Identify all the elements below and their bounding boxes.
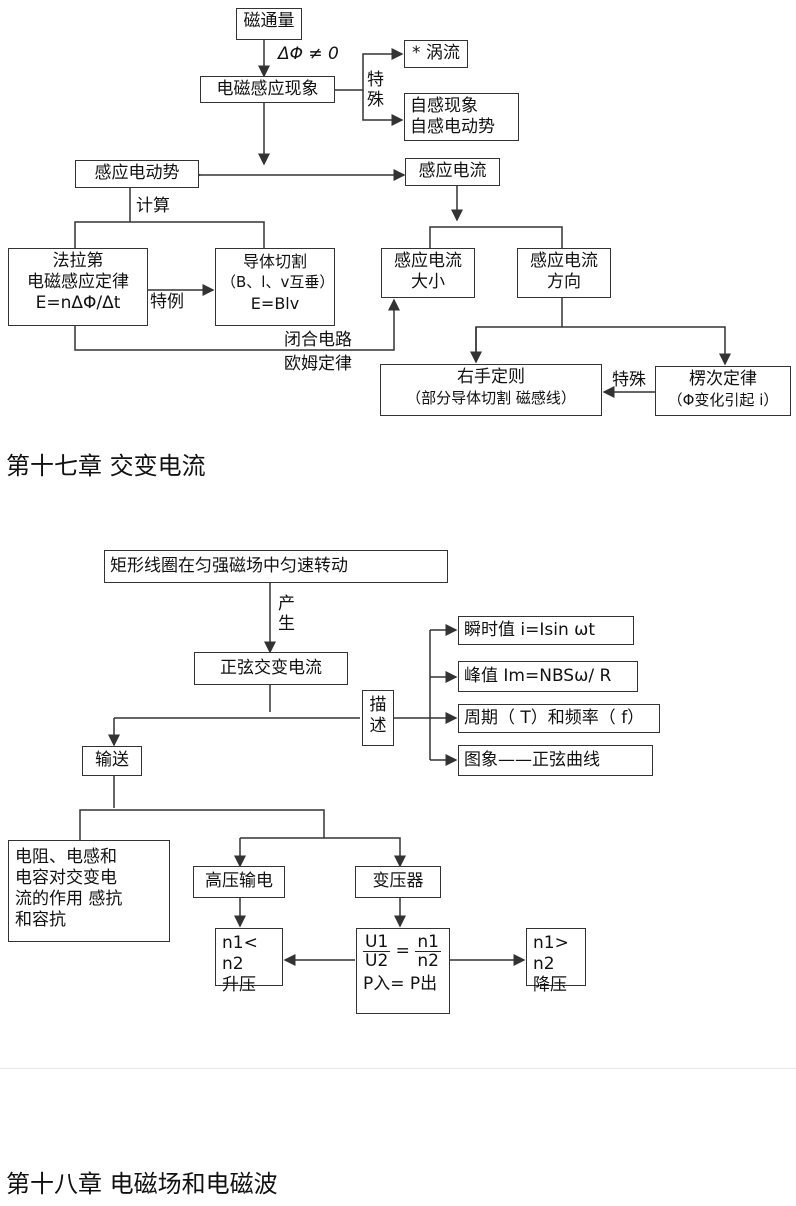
flux-box: 磁通量: [236, 8, 302, 40]
calc-label: 计算: [136, 196, 170, 216]
cutting-line1: 导体切割: [242, 252, 307, 271]
period-frequency-box: 周期（ T）和频率（ f）: [458, 704, 660, 733]
em-induction-label: 电磁感应现象: [216, 79, 319, 99]
step-down-line1: n1> n2: [533, 933, 569, 974]
high-voltage-label: 高压输电: [205, 871, 273, 891]
transformer-box: 变压器: [355, 866, 441, 898]
describe-label: 描述: [369, 695, 387, 736]
turns-fraction: n1 n2: [415, 933, 441, 970]
delta-phi-label: ΔΦ ≠ 0: [278, 44, 339, 64]
current-direction-line1: 感应电流: [530, 251, 598, 271]
step-up-box: n1< n2 升压: [215, 928, 283, 995]
high-voltage-box: 高压输电: [193, 866, 285, 898]
step-up-line2: 升压: [222, 975, 256, 995]
divider: [0, 1068, 796, 1069]
step-down-box: n1> n2 降压: [526, 928, 586, 995]
reactance-line4: 和容抗: [15, 910, 66, 930]
chapter-18-heading: 第十八章 电磁场和电磁波: [6, 1170, 278, 1198]
current-size-line1: 感应电流: [394, 251, 462, 271]
closed-circuit-label: 闭合电路: [284, 330, 352, 350]
peak-value-box: 峰值 Im=NBSω/ R: [458, 661, 638, 692]
induced-current-box: 感应电流: [405, 158, 500, 186]
lenz-law-box: 楞次定律 （Φ变化引起 i）: [655, 366, 791, 416]
current-size-line2: 大小: [411, 272, 445, 292]
graph-label: 图象——正弦曲线: [464, 750, 600, 770]
cutting-box: 导体切割 （B、l、v互垂） E=Blv: [215, 248, 335, 326]
voltage-ratio-formula: U1 U2 = n1 n2: [363, 932, 441, 971]
current-direction-box: 感应电流 方向: [517, 248, 611, 298]
self-induction-line2: 自感电动势: [410, 117, 495, 137]
eddy-box: * 涡流: [404, 40, 468, 68]
rotating-coil-box: 矩形线圈在匀强磁场中匀速转动: [104, 550, 448, 583]
eddy-label: * 涡流: [412, 43, 460, 63]
current-direction-line2: 方向: [547, 272, 581, 292]
step-down-line2: 降压: [533, 975, 567, 995]
step-up-line1: n1< n2: [222, 933, 258, 974]
transformer-label: 变压器: [372, 871, 424, 891]
self-induction-line1: 自感现象: [410, 96, 478, 116]
reactance-line3: 流的作用 感抗: [15, 889, 123, 909]
em-induction-box: 电磁感应现象: [200, 76, 335, 103]
faraday-formula: E=nΔΦ/Δt: [35, 293, 121, 313]
right-hand-line1: 右手定则: [457, 367, 525, 387]
n1-label: n1: [415, 932, 441, 952]
cutting-formula: E=Blv: [250, 294, 300, 313]
graph-box: 图象——正弦曲线: [458, 745, 653, 776]
chapter-17-heading: 第十七章 交变电流: [6, 452, 206, 480]
right-hand-line2: （部分导体切割 磁感线）: [406, 389, 576, 407]
flux-label: 磁通量: [243, 11, 295, 31]
peak-value-label: 峰值 Im=NBSω/ R: [464, 666, 612, 686]
period-frequency-label: 周期（ T）和频率（ f）: [464, 708, 645, 728]
current-size-box: 感应电流 大小: [381, 248, 475, 298]
produce-label: 产生: [278, 594, 295, 634]
faraday-line2: 电磁感应定律: [27, 272, 129, 292]
induced-emf-box: 感应电动势: [75, 160, 199, 188]
reactance-box: 电阻、电感和 电容对交变电 流的作用 感抗 和容抗: [8, 840, 170, 942]
rotating-coil-label: 矩形线圈在匀强磁场中匀速转动: [110, 556, 348, 576]
voltage-fraction: U1 U2: [363, 932, 391, 971]
transformer-formula-box: U1 U2 = n1 n2 P入= P出: [356, 928, 450, 1014]
reactance-line2: 电容对交变电: [15, 868, 117, 888]
special-case-label: 特例: [150, 292, 184, 312]
induced-emf-label: 感应电动势: [94, 163, 180, 183]
sine-ac-label: 正弦交变电流: [220, 658, 322, 678]
self-induction-box: 自感现象 自感电动势: [404, 93, 519, 141]
power-equation: P入= P出: [363, 974, 438, 994]
reactance-line1: 电阻、电感和: [15, 847, 117, 867]
lenz-line2: （Φ变化引起 i）: [667, 391, 779, 409]
u2-label: U2: [365, 951, 389, 971]
ohm-law-label: 欧姆定律: [284, 354, 352, 374]
n2-label: n2: [417, 951, 439, 971]
instant-value-box: 瞬时值 i=Isin ωt: [458, 616, 634, 645]
transmit-label: 输送: [95, 750, 129, 770]
cutting-line2: （B、l、v互垂）: [221, 273, 335, 291]
special-label-2: 特殊: [612, 370, 646, 390]
special-vertical-label: 特殊: [367, 70, 384, 110]
lenz-line1: 楞次定律: [689, 369, 757, 389]
instant-value-label: 瞬时值 i=Isin ωt: [464, 620, 596, 640]
u1-label: U1: [363, 932, 391, 952]
sine-ac-box: 正弦交变电流: [194, 652, 348, 685]
faraday-line1: 法拉第: [52, 251, 104, 271]
transmit-box: 输送: [82, 746, 142, 776]
right-hand-rule-box: 右手定则 （部分导体切割 磁感线）: [380, 364, 602, 416]
induced-current-label: 感应电流: [418, 161, 487, 181]
faraday-box: 法拉第 电磁感应定律 E=nΔΦ/Δt: [8, 248, 148, 326]
describe-box: 描述: [362, 690, 394, 746]
